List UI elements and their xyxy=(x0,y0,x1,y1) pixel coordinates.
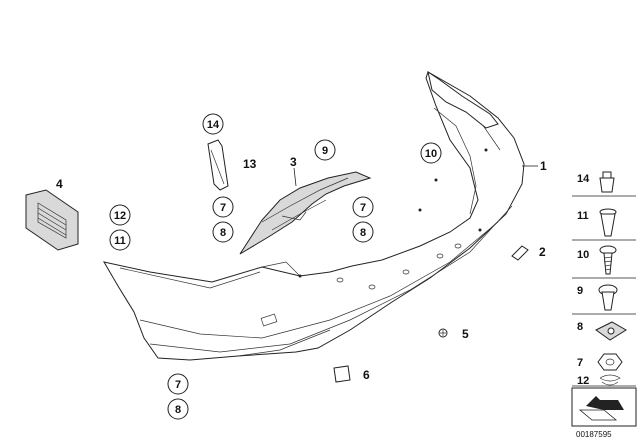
push-pin-icon xyxy=(599,171,615,193)
part-number-5: 5 xyxy=(462,327,469,341)
svg-text:7: 7 xyxy=(360,202,366,214)
direction-arrow-icon xyxy=(578,396,624,421)
part-number-13: 13 xyxy=(243,157,257,171)
callout-11: 11 xyxy=(109,229,131,251)
reflector xyxy=(511,245,529,261)
callout-8-bottom: 8 xyxy=(167,398,189,420)
expanding-rivet-icon xyxy=(599,208,617,237)
callout-8-right: 8 xyxy=(352,221,374,243)
sidebar-label-11: 11 xyxy=(577,210,589,222)
svg-text:7: 7 xyxy=(175,379,181,391)
clip-icon xyxy=(598,284,618,311)
callout-7-right: 7 xyxy=(352,196,374,218)
spring-nut-icon xyxy=(599,374,621,386)
callout-10: 10 xyxy=(420,142,442,164)
screw-icon xyxy=(599,245,617,275)
svg-text:9: 9 xyxy=(322,145,328,157)
part-number-1: 1 xyxy=(540,159,547,173)
callout-7-left: 7 xyxy=(212,196,234,218)
svg-text:8: 8 xyxy=(175,404,181,416)
clip-6 xyxy=(333,365,351,383)
svg-text:12: 12 xyxy=(114,210,126,222)
callout-9: 9 xyxy=(314,139,336,161)
center-support-3 xyxy=(239,171,372,255)
svg-text:10: 10 xyxy=(425,148,437,160)
callout-7-bottom: 7 xyxy=(167,373,189,395)
svg-text:8: 8 xyxy=(220,227,226,239)
svg-text:11: 11 xyxy=(114,235,126,247)
callout-8-left: 8 xyxy=(212,221,234,243)
callout-12: 12 xyxy=(109,204,131,226)
svg-text:8: 8 xyxy=(360,227,366,239)
grille-insert xyxy=(25,189,79,251)
part-number-6: 6 xyxy=(363,368,370,382)
hex-nut-icon xyxy=(597,353,623,371)
svg-text:7: 7 xyxy=(220,202,226,214)
sidebar-label-12: 12 xyxy=(577,375,589,387)
part-number-3: 3 xyxy=(290,155,297,169)
sidebar-label-9: 9 xyxy=(577,285,583,297)
sidebar-label-14: 14 xyxy=(577,173,590,185)
diagram-code: 00187595 xyxy=(576,430,612,439)
mounting-bracket-14 xyxy=(207,139,229,191)
bumper-cover xyxy=(102,70,525,361)
callout-14: 14 xyxy=(202,113,224,135)
sidebar-label-10: 10 xyxy=(577,249,589,261)
fastener-sidebar: 14 11 10 9 8 7 xyxy=(571,171,637,427)
part-number-2: 2 xyxy=(539,245,546,259)
clip-5 xyxy=(438,328,448,338)
sidebar-label-7: 7 xyxy=(577,357,583,369)
nut-plate-icon xyxy=(595,321,627,341)
svg-text:14: 14 xyxy=(207,119,220,131)
sidebar-label-8: 8 xyxy=(577,321,583,333)
part-number-4: 4 xyxy=(56,177,63,191)
